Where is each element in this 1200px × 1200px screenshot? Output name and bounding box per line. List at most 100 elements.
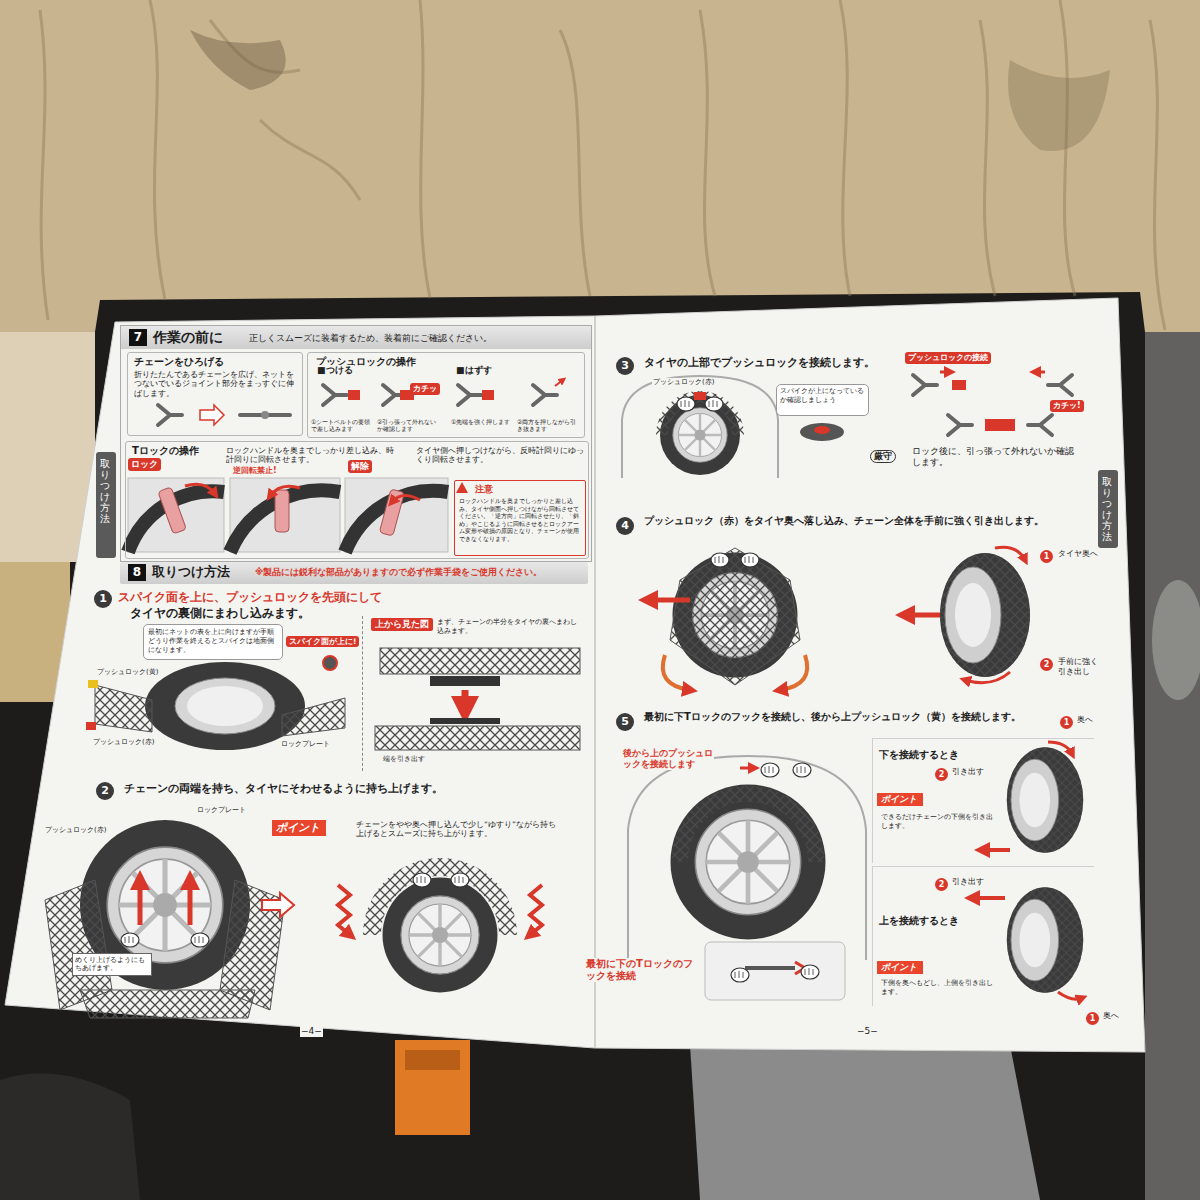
- caution-heading: 注意: [475, 484, 493, 495]
- step5-figure: [1058, 992, 1082, 999]
- step-panel: 1スパイク面を上に、プッシュロックを先頭にしてタイヤの裏側にまわし込みます。最初…: [90, 588, 589, 774]
- instruction-label: 最初に下のTロックのフックを接続: [585, 958, 697, 982]
- point-tag: ポイント: [877, 961, 923, 974]
- step3-figure: [622, 376, 778, 478]
- step-marker: 1: [1086, 1012, 1099, 1025]
- step2-figure: [121, 933, 139, 947]
- step5-figure: [745, 966, 795, 970]
- body-text: 折りたたんであるチェーンを広げ、ネットをつないでいるジョイント部分をまっすぐに伸…: [134, 370, 298, 398]
- step-marker: 2: [935, 878, 948, 891]
- release-badge: 解除: [348, 460, 372, 473]
- body-text: スパイクが上になっているか確認しましょう: [780, 387, 866, 405]
- step5-figure: [680, 794, 816, 862]
- room: [420, 0, 430, 298]
- sub-panel: 下を接続するときポイントできるだけチェーンの下側を引き出します。: [872, 738, 1094, 863]
- step3-figure: [1035, 371, 1045, 374]
- room: [395, 1040, 470, 1135]
- section-number: 7: [129, 329, 147, 346]
- step-note: ②引っ張って外れないか確認します: [376, 418, 440, 432]
- room: [1008, 60, 1110, 151]
- step2-figure: [530, 885, 542, 935]
- step4-figure: [663, 655, 690, 690]
- step4-figure: [711, 553, 729, 567]
- step2-figure: [80, 990, 255, 1018]
- box-heading: Tロックの操作: [132, 445, 199, 458]
- step3-figure: [940, 371, 950, 374]
- sub-panel: 上から見た図まず、チェーンの半分をタイヤの裏へまわし込みます。: [362, 616, 586, 771]
- step3-figure: [1028, 415, 1052, 435]
- paper-sheet: [5, 298, 1145, 1052]
- step5-figure: [1007, 747, 1084, 852]
- step3-figure: [948, 415, 972, 435]
- part-label: プッシュロック(赤): [92, 738, 155, 746]
- direction-label: 奥へ: [1076, 715, 1094, 725]
- step2-figure: [138, 880, 143, 925]
- step5-figure: [761, 763, 779, 777]
- sound-callout: カチッ: [410, 383, 440, 395]
- caution-box: 注意ロックハンドルを奥までしっかりと差し込み、タイヤ側面へ押しつけながら回転させ…: [454, 480, 586, 556]
- sub-heading: 下を接続するとき: [879, 749, 959, 762]
- tab-text: 取りつけ方法: [100, 458, 110, 524]
- step3-figure: [814, 426, 830, 434]
- sub-heading: 上を接続するとき: [879, 915, 959, 928]
- step-heading: 最初に下Tロックのフックを接続し、後から上プッシュロック（黄）を接続します。: [644, 711, 1084, 724]
- page-number: −5−: [856, 1026, 879, 1037]
- step-panel: 4プッシュロック（赤）をタイヤ奥へ落し込み、チェーン全体を手前に強く引き出します…: [600, 485, 1095, 700]
- step3-figure: [622, 372, 1072, 478]
- body-text: できるだけチェーンの下側を引き出します。: [881, 813, 993, 831]
- info-box: チェーンをひろげる折りたたんであるチェーンを広げ、ネットをつないでいるジョイント…: [127, 352, 303, 436]
- room: [840, 0, 850, 296]
- room: [980, 20, 995, 296]
- paper-sheet: [594, 316, 596, 1048]
- step4-figure: [940, 553, 1030, 677]
- step3-figure: [985, 419, 1015, 431]
- step1-figure: [375, 726, 580, 750]
- body-text: まず、チェーンの半分をタイヤの裏へまわし込みます。: [437, 618, 583, 636]
- step1-figure: [88, 680, 98, 688]
- part-label: プッシュロック(黄): [96, 668, 159, 676]
- direction-label: タイヤ奥へ: [1057, 549, 1099, 559]
- step1-figure: [380, 648, 580, 674]
- step1-figure: [86, 722, 96, 730]
- part-label: 端を引き出す: [382, 755, 426, 763]
- part-label: ロックプレート: [280, 740, 331, 748]
- paper-sheet: [5, 298, 1145, 1052]
- operation-label: ■つける: [316, 365, 354, 376]
- step1-figure: [282, 698, 345, 736]
- step-marker: 1: [1060, 716, 1073, 729]
- step1-figure: [187, 686, 263, 726]
- step3-figure: [660, 395, 740, 475]
- point-box: ポイント下側を奥へもどし、上側を引き出します。: [877, 961, 997, 1003]
- step1-figure: [430, 676, 500, 686]
- room: [0, 332, 95, 562]
- step5-figure: [731, 968, 749, 982]
- sub-panel: 上を接続するときポイント下側を奥へもどし、上側を引き出します。: [872, 866, 1094, 1006]
- room: [700, 10, 715, 296]
- step2-figure: [413, 873, 431, 887]
- step-number: 5: [616, 713, 634, 731]
- callout-box: 最初にネットの表を上に向けますが手順どうり作業を終えるとスパイクは地面側になりま…: [143, 624, 283, 660]
- step3-figure: [694, 392, 706, 400]
- step-note: ①先端を強く押します: [450, 418, 512, 425]
- point-box: ポイントできるだけチェーンの下側を引き出します。: [877, 793, 997, 843]
- step-heading: タイヤの上部でプッシュロックを接続します。: [644, 356, 875, 370]
- section-heading: 作業の前に: [153, 329, 223, 347]
- room: [260, 120, 360, 200]
- callout-label: スパイク面が上に!: [286, 636, 359, 647]
- page-number: −4−: [300, 1026, 323, 1037]
- step4-figure: [648, 598, 690, 603]
- operation-label: ■はずす: [455, 365, 493, 376]
- step5-figure: [671, 785, 826, 940]
- body-text: 下側を奥へもどし、上側を引き出します。: [881, 979, 993, 997]
- info-box: Tロックの操作ロックハンドルを奥までしっかり差し込み、時計回りに回転させます。タ…: [125, 441, 589, 559]
- step-heading: チェーンの両端を持ち、タイヤにそわせるように持ち上げます。: [124, 782, 443, 796]
- step2-figure: [338, 885, 350, 935]
- callout-label: めくり上げるようにもちあげます。: [72, 953, 152, 976]
- room: [1152, 580, 1200, 700]
- step-heading: タイヤの裏側にまわし込みます。: [130, 606, 310, 621]
- step5-figure: [740, 767, 754, 770]
- step-number: 4: [616, 517, 634, 535]
- step4-figure: [995, 547, 1025, 560]
- strict-tag: 厳守: [870, 450, 896, 463]
